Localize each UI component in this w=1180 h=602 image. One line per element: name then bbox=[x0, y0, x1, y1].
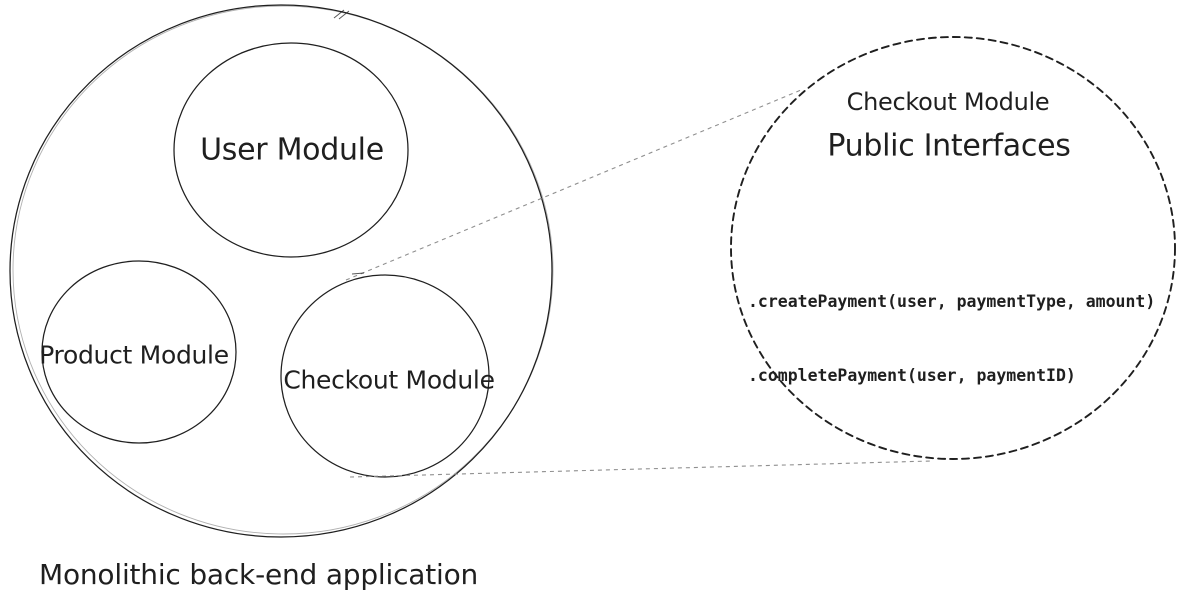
detail-module-name: Checkout Module bbox=[846, 87, 1050, 116]
detail-title: Public Interfaces bbox=[827, 128, 1071, 164]
interface-signatures: .createPayment(user, paymentType, amount… bbox=[748, 241, 1155, 437]
user-module-circle bbox=[173, 42, 409, 258]
monolith-circle-sketch-echo bbox=[12, 5, 554, 535]
zoom-connector-top-line bbox=[345, 89, 802, 281]
interface-signature-create: .createPayment(user, paymentType, amount… bbox=[748, 292, 1156, 311]
checkout-module-circle bbox=[280, 274, 490, 478]
pen-slip-mark bbox=[333, 9, 350, 20]
product-module-circle bbox=[41, 260, 237, 444]
monolith-caption: Monolithic back-end application bbox=[39, 558, 479, 591]
detail-circle bbox=[730, 36, 1176, 460]
pen-tick-user-circle bbox=[240, 48, 254, 54]
user-module-label: User Module bbox=[200, 132, 384, 168]
checkout-module-label: Checkout Module bbox=[283, 365, 495, 395]
interface-signature-complete: .completePayment(user, paymentID) bbox=[748, 365, 1076, 385]
pen-tick-checkout-circle bbox=[351, 272, 365, 275]
monolith-circle bbox=[9, 4, 553, 538]
zoom-connector-bottom-line bbox=[349, 460, 932, 478]
product-module-label: Product Module bbox=[39, 340, 229, 370]
